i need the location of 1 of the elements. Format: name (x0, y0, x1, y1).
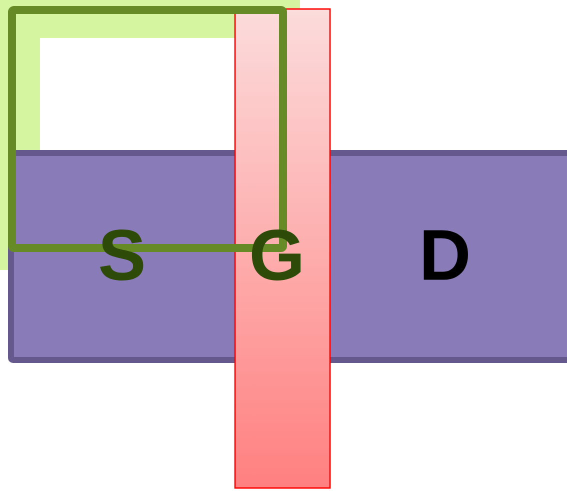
terminal-letter: D (424, 230, 468, 280)
